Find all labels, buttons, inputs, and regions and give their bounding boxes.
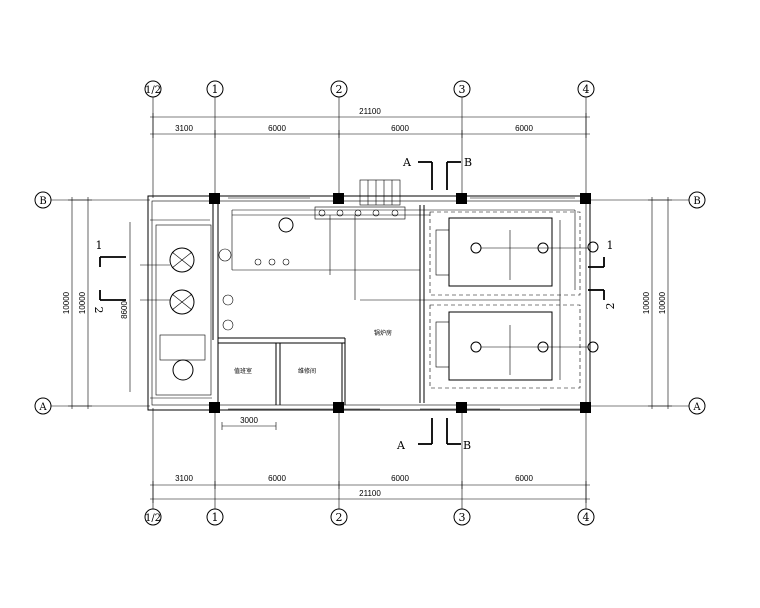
dim-total-bottom: 21100 bbox=[359, 489, 381, 498]
axis-bubble-a-right: A bbox=[688, 397, 706, 415]
axis-bubble-4-bottom: 4 bbox=[577, 508, 595, 526]
section-label-2-left: 2 bbox=[92, 307, 105, 314]
room-label-workshop: 维修间 bbox=[298, 367, 316, 375]
axis-bubble-b-right: B bbox=[688, 191, 706, 209]
dim-span-4: 6000 bbox=[515, 124, 533, 133]
svg-text:1/2: 1/2 bbox=[145, 513, 161, 524]
svg-text:4: 4 bbox=[583, 83, 590, 96]
room-label-main-hall: 锅炉房 bbox=[374, 329, 392, 337]
axis-bubble-2: 2 bbox=[330, 80, 348, 98]
svg-text:A: A bbox=[692, 402, 701, 413]
svg-text:B: B bbox=[39, 196, 46, 207]
section-mark-left: 1 2 bbox=[92, 239, 126, 314]
section-mark-bottom: A B bbox=[396, 418, 471, 452]
top-axis-bubbles: 1/2 1 2 3 4 bbox=[144, 80, 595, 98]
side-dimensions: 10000 10000 8600 10000 10000 bbox=[62, 197, 672, 409]
axis-bubble-half: 1/2 bbox=[144, 80, 162, 98]
svg-text:B: B bbox=[693, 196, 700, 207]
svg-text:1/2: 1/2 bbox=[145, 85, 161, 96]
dim-span-2-bottom: 6000 bbox=[268, 474, 286, 483]
building-walls bbox=[147, 195, 591, 411]
pump-room-equipment bbox=[140, 217, 294, 396]
dim-height-left-outer: 10000 bbox=[62, 291, 71, 314]
room-label-duty: 值班室 bbox=[234, 367, 252, 375]
axis-lines bbox=[51, 97, 689, 509]
svg-text:3: 3 bbox=[459, 511, 466, 524]
structural-columns bbox=[209, 193, 591, 413]
bottom-axis-bubbles: 1/2 1 2 3 4 bbox=[144, 508, 595, 526]
section-mark-top: A B bbox=[402, 156, 472, 190]
axis-bubble-b-left: B bbox=[34, 191, 52, 209]
dim-span-3: 6000 bbox=[391, 124, 409, 133]
section-label-1-left: 1 bbox=[96, 239, 103, 252]
section-mark-right: 1 2 bbox=[588, 239, 617, 310]
boiler-dashed-outlines bbox=[429, 211, 581, 389]
boiler-lower bbox=[435, 311, 599, 381]
axis-bubble-3-bottom: 3 bbox=[453, 508, 471, 526]
axis-bubble-1: 1 bbox=[206, 80, 224, 98]
boiler-upper bbox=[435, 217, 599, 287]
svg-text:1: 1 bbox=[212, 511, 219, 524]
svg-text:1: 1 bbox=[212, 83, 219, 96]
svg-text:2: 2 bbox=[336, 83, 343, 96]
svg-text:2: 2 bbox=[336, 511, 343, 524]
dim-span-1-bottom: 3100 bbox=[175, 474, 193, 483]
section-label-b-bottom: B bbox=[463, 439, 471, 452]
dim-inner-height: 8600 bbox=[120, 301, 129, 319]
axis-bubble-2-bottom: 2 bbox=[330, 508, 348, 526]
dim-room-width: 3000 bbox=[240, 416, 258, 425]
svg-text:A: A bbox=[38, 402, 47, 413]
dim-span-1: 3100 bbox=[175, 124, 193, 133]
axis-bubble-half-bottom: 1/2 bbox=[144, 508, 162, 526]
dim-height-right-outer: 10000 bbox=[658, 291, 667, 314]
dim-span-3-bottom: 6000 bbox=[391, 474, 409, 483]
dim-span-2: 6000 bbox=[268, 124, 286, 133]
piping-network bbox=[150, 179, 576, 399]
axis-bubble-4: 4 bbox=[577, 80, 595, 98]
dim-height-left-inner: 10000 bbox=[78, 291, 87, 314]
svg-text:3: 3 bbox=[459, 83, 466, 96]
axis-bubble-1-bottom: 1 bbox=[206, 508, 224, 526]
axis-bubble-3: 3 bbox=[453, 80, 471, 98]
dim-height-right-inner: 10000 bbox=[642, 291, 651, 314]
room-labels: 锅炉房 值班室 维修间 bbox=[234, 329, 392, 375]
svg-text:4: 4 bbox=[583, 511, 590, 524]
section-label-b-top: B bbox=[464, 156, 472, 169]
section-label-2-right: 2 bbox=[604, 303, 617, 310]
dim-span-4-bottom: 6000 bbox=[515, 474, 533, 483]
axis-bubble-a-left: A bbox=[34, 397, 52, 415]
section-label-a-top: A bbox=[402, 156, 412, 169]
section-label-a-bottom: A bbox=[396, 439, 406, 452]
dim-total-top: 21100 bbox=[359, 107, 381, 116]
bottom-dimensions: 3100 6000 6000 6000 21100 3000 bbox=[150, 416, 590, 503]
section-label-1-right: 1 bbox=[607, 239, 614, 252]
top-dimensions: 21100 3100 6000 6000 6000 bbox=[150, 107, 590, 138]
